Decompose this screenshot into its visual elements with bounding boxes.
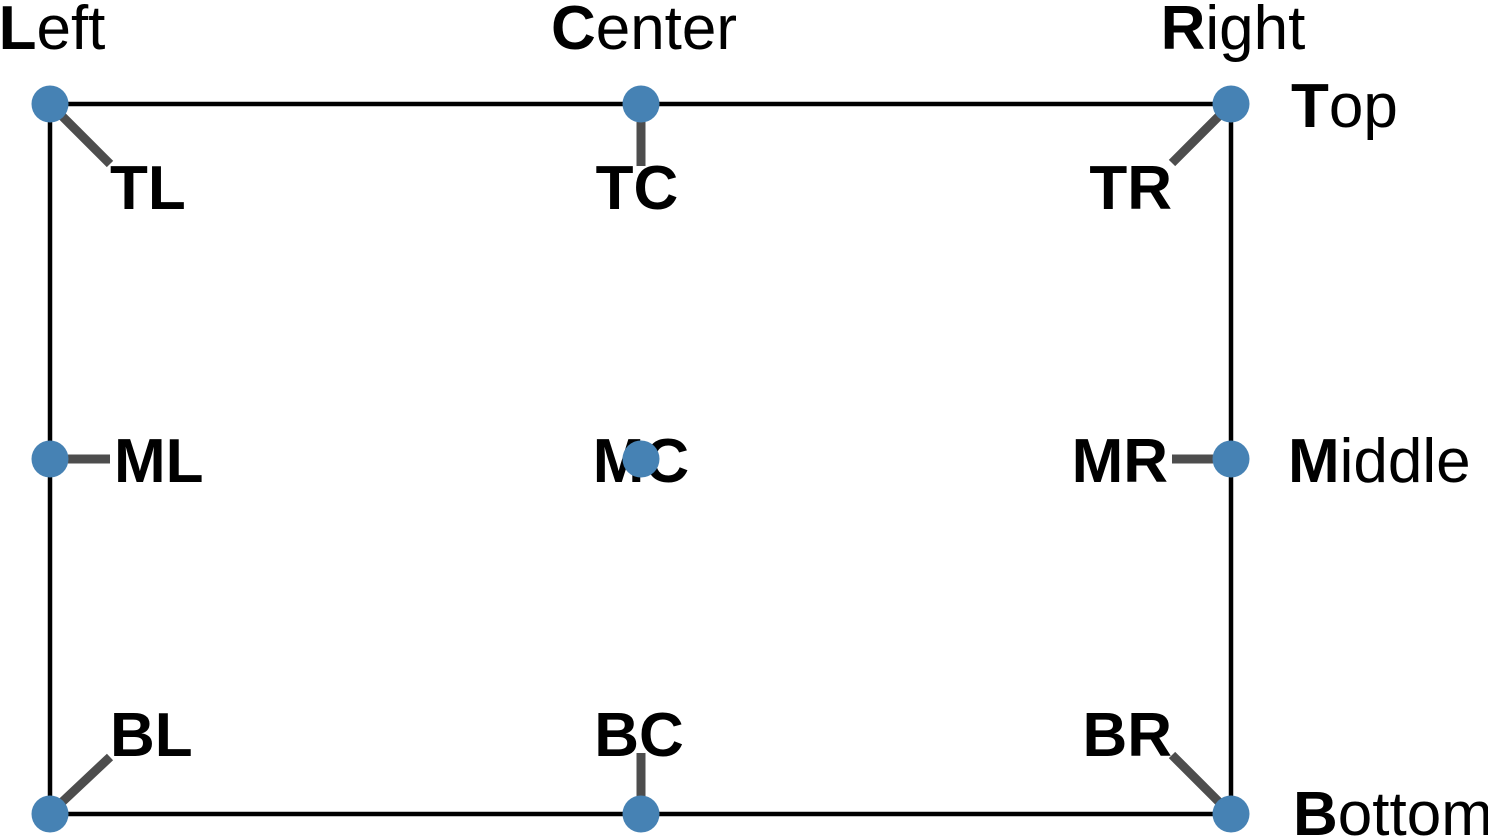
anchor-point-mr <box>1212 440 1250 478</box>
anchor-label-tl: TL <box>110 154 186 223</box>
row-header-top-rest: op <box>1329 72 1398 141</box>
anchor-point-bl <box>31 795 69 833</box>
anchor-point-ml <box>31 440 69 478</box>
row-header-top-bold-letter: T <box>1291 72 1329 141</box>
leader-line-br <box>1168 751 1225 808</box>
anchor-point-tl <box>31 85 69 123</box>
anchor-point-tc <box>622 85 660 123</box>
anchor-point-tr <box>1212 85 1250 123</box>
anchor-label-tr: TR <box>1089 154 1172 223</box>
row-header-middle: Middle <box>1288 427 1471 496</box>
leader-line-tl <box>56 110 114 168</box>
anchor-label-bl: BL <box>110 701 193 770</box>
anchor-label-bc: BC <box>594 701 684 770</box>
anchor-point-mc <box>622 440 660 478</box>
row-header-top: Top <box>1291 72 1398 141</box>
anchor-point-bc <box>622 795 660 833</box>
column-header-left: Left <box>0 0 105 63</box>
leader-line-bl <box>56 753 114 808</box>
anchor-label-ml: ML <box>114 427 204 496</box>
row-header-middle-rest: iddle <box>1340 427 1471 496</box>
anchor-label-mr: MR <box>1072 427 1168 496</box>
row-header-middle-bold-letter: M <box>1288 427 1340 496</box>
column-header-right-rest: ight <box>1205 0 1305 63</box>
column-header-left-rest: eft <box>36 0 105 63</box>
anchor-label-tc: TC <box>596 154 679 223</box>
row-header-bottom: Bottom <box>1293 780 1488 839</box>
column-header-right-bold-letter: R <box>1161 0 1206 63</box>
column-header-center: Center <box>551 0 737 63</box>
anchor-point-br <box>1212 795 1250 833</box>
row-header-bottom-rest: ottom <box>1338 780 1488 839</box>
column-header-left-bold-letter: L <box>0 0 36 63</box>
row-header-bottom-bold-letter: B <box>1293 780 1338 839</box>
leader-line-tr <box>1168 110 1225 167</box>
column-header-right: Right <box>1161 0 1306 63</box>
column-header-center-bold-letter: C <box>551 0 596 63</box>
column-header-center-rest: enter <box>596 0 737 63</box>
anchor-label-br: BR <box>1082 701 1172 770</box>
